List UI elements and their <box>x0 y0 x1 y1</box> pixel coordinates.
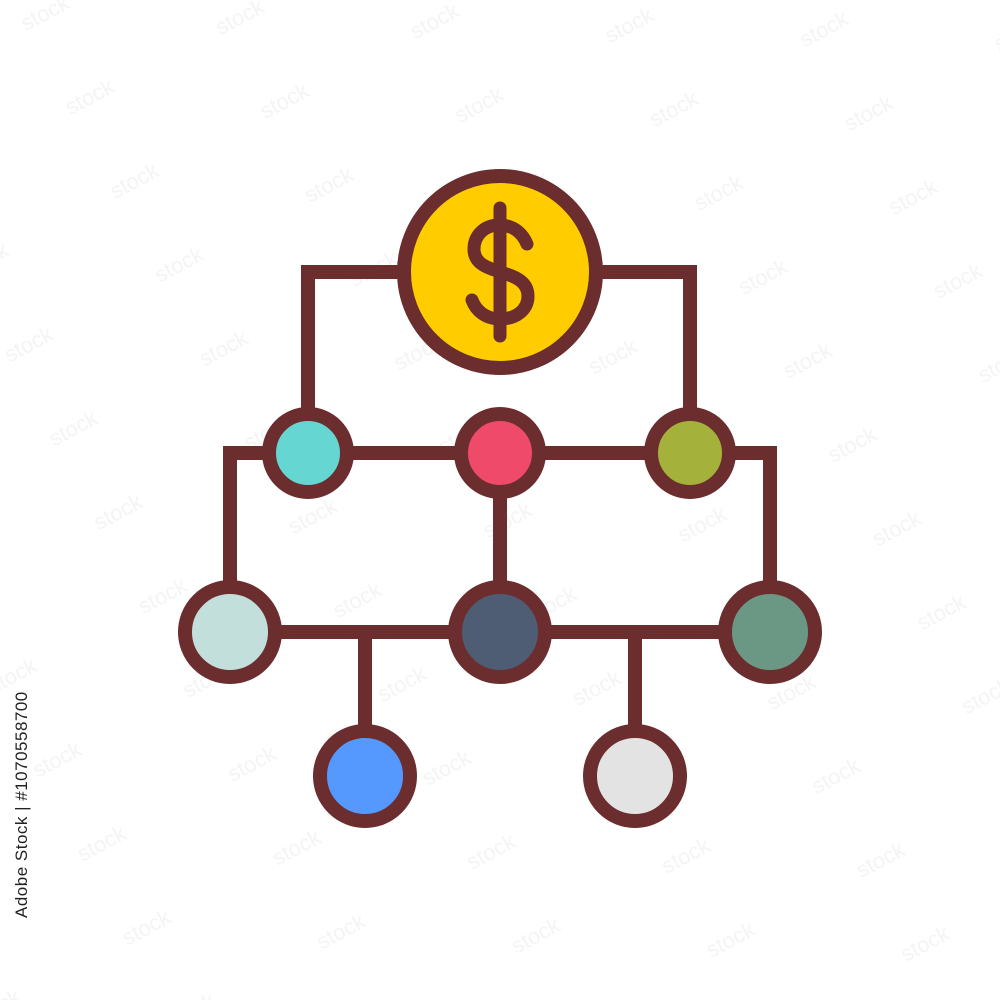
connector-right-root <box>595 265 697 410</box>
connector-left-branch <box>223 446 265 590</box>
stock-id-label: Adobe Stock | #1070558700 <box>12 691 31 918</box>
node-slate <box>448 580 552 684</box>
node-blue <box>313 724 417 828</box>
connector-left-root <box>301 265 405 410</box>
node-olive <box>644 407 736 499</box>
connector-right-branch <box>733 446 777 590</box>
node-teal <box>262 407 354 499</box>
node-pale-teal <box>178 580 282 684</box>
dollar-coin-icon <box>397 169 603 375</box>
node-red <box>454 407 546 499</box>
node-sage <box>718 580 822 684</box>
network-nodes <box>178 407 822 828</box>
node-light-gray <box>583 724 687 828</box>
